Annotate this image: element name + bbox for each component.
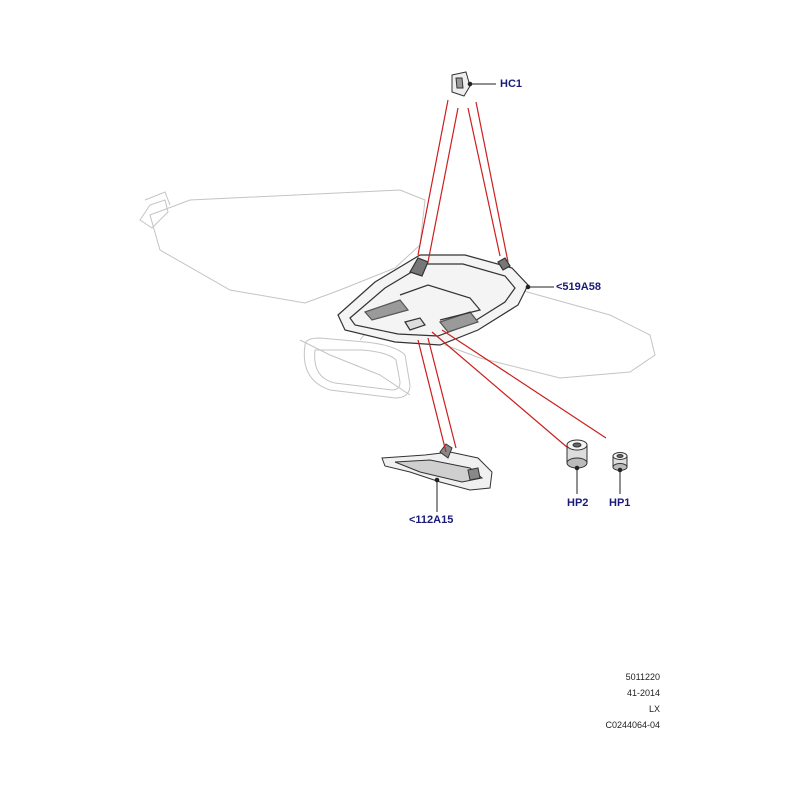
hp2-grommet-part	[566, 439, 588, 469]
console-lens-left	[363, 299, 410, 321]
drawing-number: 5011220	[625, 672, 660, 682]
drawing-sheet	[131, 60, 671, 738]
callout-hp2[interactable]: HP2	[567, 497, 589, 509]
console-switch	[404, 317, 426, 331]
console-clip-mount-right	[497, 257, 511, 271]
leader-hc1-b	[427, 107, 459, 263]
hc1-clip-part	[451, 71, 471, 97]
drawing-date-code: 41-2014	[626, 688, 660, 698]
callout-hc1[interactable]: HC1	[500, 78, 523, 90]
leader-hc1-c	[467, 107, 501, 257]
bracket-112a15-part	[381, 443, 493, 491]
leader-hp1	[441, 329, 607, 439]
callout-leaders	[434, 81, 623, 512]
left-visor-clip	[139, 199, 169, 229]
drawing-model-code: LX	[648, 704, 660, 714]
callout-519a58[interactable]: <519A58	[556, 281, 601, 293]
mirror-inner	[314, 349, 401, 391]
left-visor-hinge	[144, 191, 171, 206]
leader-lines	[417, 99, 607, 453]
leader-hp2	[431, 331, 569, 449]
overhead-console	[337, 254, 529, 346]
leader-112a15-a	[417, 339, 447, 453]
rear-view-mirror	[303, 337, 411, 399]
leader-112a15-b	[427, 337, 457, 449]
left-sun-visor	[149, 189, 426, 304]
drawing-reference: C0244064-04	[605, 720, 660, 730]
console-outline	[337, 254, 529, 346]
hp1-grommet-part	[612, 452, 628, 471]
callout-112a15[interactable]: <112A15	[409, 514, 454, 526]
headliner-edge	[299, 339, 411, 396]
leader-hc1-d	[475, 101, 509, 263]
leader-hc1-a	[417, 99, 449, 256]
console-button-area	[399, 284, 482, 321]
callout-hp1[interactable]: HP1	[609, 497, 631, 509]
